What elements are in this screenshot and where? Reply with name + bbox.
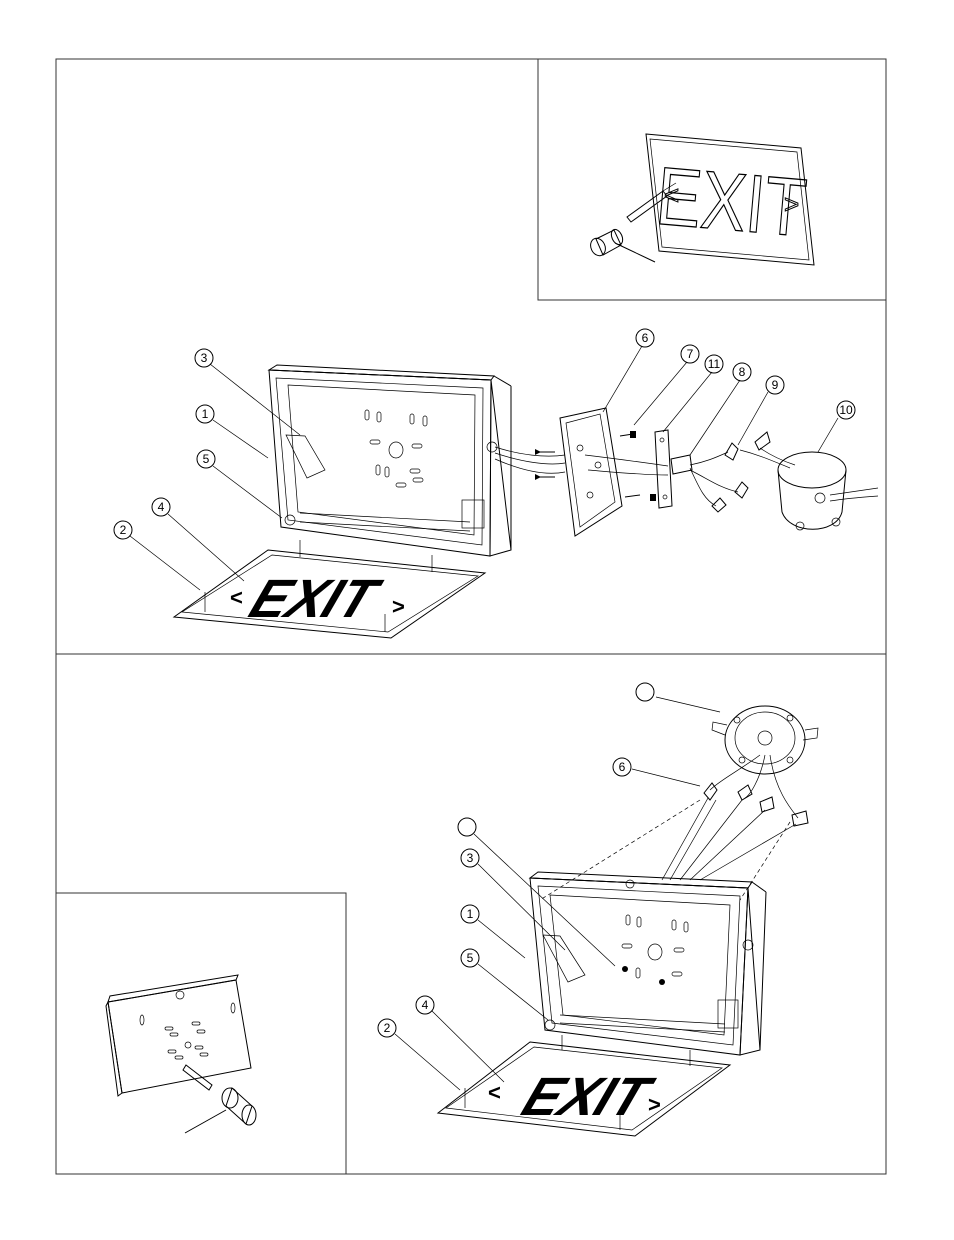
svg-text:2: 2 <box>384 1021 391 1035</box>
inset-slot-pattern <box>165 1022 208 1059</box>
callout-bottom-4: 4 <box>416 996 434 1014</box>
housing-bottom <box>530 872 766 1055</box>
faceplate-bottom: EXIT < > <box>438 1035 730 1136</box>
svg-text:8: 8 <box>739 365 746 379</box>
slot-pattern <box>365 410 427 487</box>
screws-and-strap <box>620 430 692 508</box>
svg-text:2: 2 <box>120 523 127 537</box>
junction-box-top <box>778 452 878 530</box>
top-panel-frame <box>56 59 886 654</box>
callout-top-8: 8 <box>733 363 751 381</box>
hammer-icon <box>588 228 655 262</box>
transformer-block <box>462 500 484 528</box>
bottom-battery-pack <box>543 935 585 982</box>
svg-text:1: 1 <box>202 407 209 421</box>
bottom-exploded-view: EXIT < > <box>395 697 818 1136</box>
inset-arrow-right: > <box>784 189 799 219</box>
inset-hammer-icon <box>185 1088 256 1133</box>
svg-text:5: 5 <box>203 452 210 466</box>
top-arrow-right: > <box>392 594 405 619</box>
svg-text:9: 9 <box>772 378 779 392</box>
callout-top-9: 9 <box>766 376 784 394</box>
faceplate-top: EXIT < > <box>174 540 485 638</box>
housing-top <box>269 365 511 556</box>
inset-faceplate-illustration: EXIT < > <box>588 134 814 265</box>
bottom-slot-pattern <box>622 915 688 985</box>
callouts-bottom: 6 3 1 5 4 2 <box>378 683 654 1037</box>
battery-pack <box>286 435 325 478</box>
callout-bottom-blank-1 <box>636 683 654 701</box>
callout-top-11: 11 <box>705 355 723 373</box>
bottom-sign-text: EXIT <box>509 1067 664 1127</box>
junction-box-bottom <box>712 706 818 774</box>
wire-nuts-bottom <box>704 755 808 826</box>
svg-text:4: 4 <box>422 998 429 1012</box>
svg-text:6: 6 <box>642 331 649 345</box>
svg-text:3: 3 <box>467 851 474 865</box>
svg-text:7: 7 <box>687 347 694 361</box>
top-sign-text: EXIT <box>237 569 392 629</box>
callout-top-6: 6 <box>636 329 654 347</box>
callout-bottom-3: 3 <box>461 849 479 867</box>
callout-top-5: 5 <box>197 450 215 468</box>
svg-text:5: 5 <box>467 951 474 965</box>
callout-top-10: 10 <box>837 401 855 419</box>
svg-text:1: 1 <box>467 907 474 921</box>
callout-top-1: 1 <box>196 405 214 423</box>
callout-bottom-6: 6 <box>613 758 631 776</box>
svg-text:6: 6 <box>619 760 626 774</box>
bottom-arrow-left: < <box>488 1080 501 1105</box>
wires-top <box>495 447 565 480</box>
callout-top-4: 4 <box>152 498 170 516</box>
inset-punch-icon <box>183 1065 212 1090</box>
callout-bottom-2: 2 <box>378 1019 396 1037</box>
callout-bottom-1: 1 <box>461 905 479 923</box>
bottom-arrow-right: > <box>648 1092 661 1117</box>
leaders-top <box>130 346 838 590</box>
mounting-bracket <box>560 408 668 536</box>
top-exploded-view: EXIT < > <box>130 346 878 638</box>
wire-nuts-top <box>690 432 795 512</box>
svg-text:11: 11 <box>708 357 721 371</box>
callout-bottom-blank-2 <box>458 818 476 836</box>
callout-top-3: 3 <box>195 349 213 367</box>
bottom-inset-frame <box>56 893 346 1174</box>
top-arrow-left: < <box>230 585 243 610</box>
svg-text:10: 10 <box>839 403 853 417</box>
svg-text:4: 4 <box>158 500 165 514</box>
callout-bottom-5: 5 <box>461 949 479 967</box>
inset-housing-illustration <box>106 975 256 1133</box>
callout-top-7: 7 <box>681 345 699 363</box>
callout-top-2: 2 <box>114 521 132 539</box>
leaders-bottom <box>395 697 720 1090</box>
svg-text:3: 3 <box>201 351 208 365</box>
